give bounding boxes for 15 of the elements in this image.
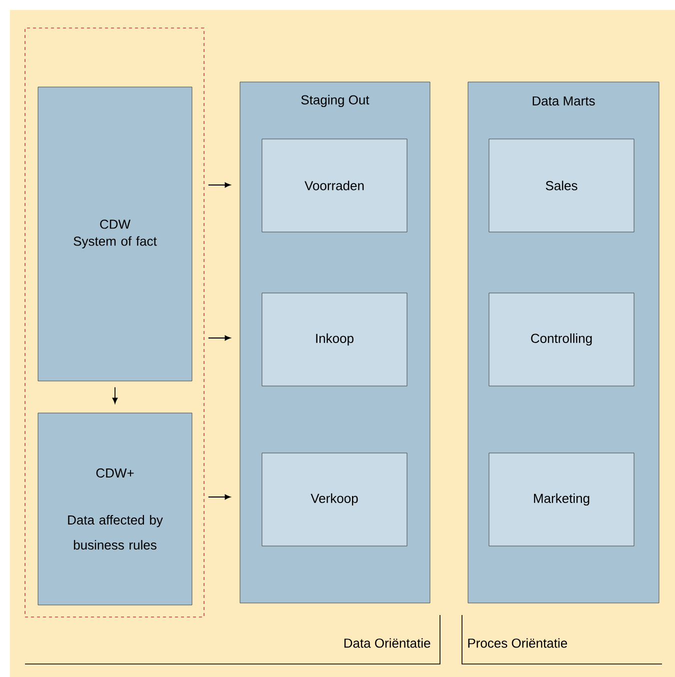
arrow	[208, 494, 231, 500]
process-box: Verkoop	[262, 452, 408, 546]
section-label: Data Oriëntatie	[344, 638, 430, 648]
process-box: Voorraden	[262, 138, 408, 232]
arrow	[112, 386, 118, 404]
arrow	[208, 182, 231, 188]
arrow	[208, 335, 231, 341]
process-box: Controlling	[488, 292, 634, 386]
section-label: Proces Oriëntatie	[468, 638, 568, 648]
dashed-group-frame	[24, 28, 204, 618]
process-box: CDW+ Data affected by business rules	[38, 412, 192, 606]
process-box: Inkoop	[262, 292, 408, 386]
process-box: CDW System of fact	[38, 86, 192, 382]
process-box: Marketing	[488, 452, 634, 546]
process-box: Sales	[488, 138, 634, 232]
